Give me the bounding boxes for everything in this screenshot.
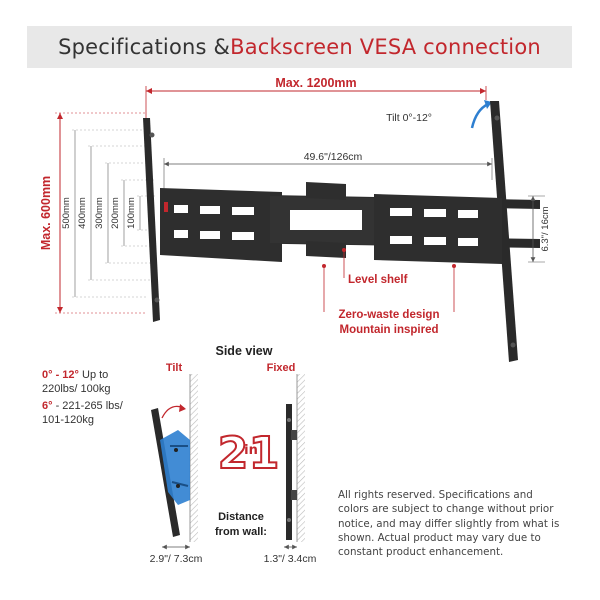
tilt-side-illustration: [151, 374, 198, 542]
vesa-200-label: 200mm: [110, 197, 121, 229]
load2-range: - 221-265 lbs/: [53, 400, 124, 412]
title-part-specs: Specifications &: [58, 35, 231, 59]
wall-mount-illustration: [143, 101, 540, 362]
fixed-view-label: Fixed: [267, 362, 296, 374]
zero-waste-label: Zero-waste design: [339, 309, 440, 321]
distance-label-line1: Distance: [218, 511, 264, 523]
fixed-side-illustration: [286, 374, 305, 542]
vesa-100-label: 100mm: [126, 197, 137, 229]
load1-tilt: 0° - 12°: [42, 369, 79, 381]
load-spec-1-weight: 220lbs/ 100kg: [42, 383, 111, 395]
load-spec-2-weight: 101-120kg: [42, 414, 94, 426]
fixed-distance-dimension: 1.3"/ 3.4cm: [264, 544, 317, 565]
vesa-500-label: 500mm: [61, 197, 72, 229]
level-shelf-callout: Level shelf: [342, 248, 408, 286]
zero-waste-callout: Zero-waste design Mountain inspired: [322, 264, 456, 336]
tilt-range-label: Tilt 0°-12°: [386, 112, 432, 124]
two-in-one-badge: 2 in 1: [217, 427, 281, 480]
distance-label-line2: from wall:: [215, 526, 267, 538]
title-part-vesa: Backscreen VESA connection: [230, 35, 541, 59]
fixed-distance-label: 1.3"/ 3.4cm: [264, 553, 317, 565]
span-label: 49.6"/126cm: [304, 151, 363, 163]
tilt-arrow-icon: [470, 102, 489, 129]
span-dimension: 49.6"/126cm: [163, 151, 493, 192]
depth-label: 6.3"/ 16cm: [540, 206, 551, 251]
badge-in: in: [244, 443, 258, 458]
level-shelf-label: Level shelf: [348, 274, 408, 286]
max-height-label: Max. 600mm: [39, 176, 53, 250]
tilt-view-label: Tilt: [166, 362, 183, 374]
vesa-height-dimensions: 500mm 400mm 300mm 200mm 100mm: [61, 129, 156, 298]
tilt-distance-dimension: 2.9"/ 7.3cm: [150, 544, 203, 565]
tilt-distance-label: 2.9"/ 7.3cm: [150, 553, 203, 565]
badge-number-1: 1: [249, 428, 280, 479]
depth-dimension: 6.3"/ 16cm: [528, 195, 551, 263]
mountain-inspired-label: Mountain inspired: [339, 324, 438, 336]
vesa-400-label: 400mm: [77, 197, 88, 229]
header-banner: Specifications & Backscreen VESA connect…: [27, 26, 572, 68]
max-height-dimension: Max. 600mm: [39, 112, 145, 314]
load-spec-1: 0° - 12° Up to: [42, 369, 108, 381]
vesa-300-label: 300mm: [94, 197, 105, 229]
max-width-dimension: Max. 1200mm: [145, 76, 487, 118]
max-width-label: Max. 1200mm: [275, 76, 356, 90]
side-view-title: Side view: [216, 344, 273, 358]
disclaimer-text: All rights reserved. Specifications and …: [338, 489, 560, 559]
load-spec-2: 6° - 221-265 lbs/: [42, 400, 124, 412]
load2-tilt: 6°: [42, 400, 53, 412]
badge-number-2: 2: [218, 428, 249, 479]
load1-upto: Up to: [79, 369, 108, 381]
